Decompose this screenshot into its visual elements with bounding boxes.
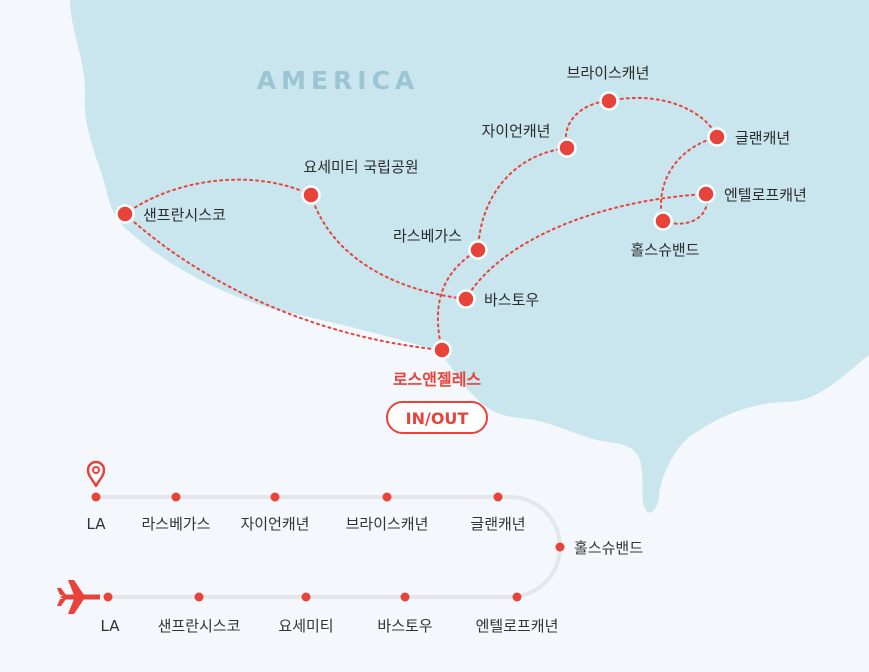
itinerary-label: LA [87,515,107,533]
label-grand: 글랜캐년 [735,129,790,147]
label-sf: 샌프란시스코 [143,206,226,224]
map-pin-icon [86,460,106,488]
itinerary-label: 글랜캐년 [470,515,525,533]
itinerary-label: 자이언캐년 [240,515,309,533]
land-coast-detail [644,470,660,513]
airplane-icon [57,580,100,614]
itinerary-label: 브라이스캐년 [346,515,429,533]
marker-barstow [456,289,476,309]
itinerary-dot [493,492,503,502]
route-la-sf [124,213,443,351]
itinerary-dot [382,492,392,502]
label-barstow: 바스토우 [484,291,539,309]
itinerary-label: 바스토우 [377,617,432,635]
place-labels: 샌프란시스코 요세미티 국립공원 라스베가스 바스토우 자이언캐년 브라이스캐년… [143,64,807,309]
label-lasvegas: 라스베가스 [393,227,462,245]
itinerary-dot [91,492,101,502]
itinerary-dot [194,592,204,602]
itinerary-label: 홀스슈밴드 [574,539,643,557]
itinerary-label: 엔텔로프캐년 [476,617,559,635]
itinerary-dot [270,492,280,502]
itinerary-dot [301,592,311,602]
route-yosemite-barstow [310,194,467,300]
region-label: AMERICA [257,66,420,95]
route-sf-yosemite [124,178,312,215]
place-markers [115,91,727,360]
route-lasvegas-zion [477,147,568,251]
route-grand-horseshoe [659,136,718,222]
marker-horseshoe [653,211,673,231]
route-la-lasvegas [436,249,479,351]
itinerary-dot [512,592,522,602]
marker-zion [557,138,577,158]
label-antelope: 엔텔로프캐년 [724,186,807,204]
itinerary-dot [103,592,113,602]
marker-antelope [696,184,716,204]
label-bryce: 브라이스캐년 [567,64,650,82]
marker-hub [432,340,452,360]
in-out-badge [386,401,488,434]
in-out-badge-text: IN/OUT [406,409,469,428]
itinerary-label: 샌프란시스코 [158,617,241,635]
itinerary-label: 요세미티 [278,617,333,635]
marker-bryce [599,91,619,111]
itinerary-track: LA 라스베가스 자이언캐년 브라이스캐년 글랜캐년 홀스슈밴드 LA 샌프란시… [57,460,643,635]
route-antelope-barstow [465,193,707,300]
label-yosemite: 요세미티 국립공원 [303,158,418,176]
itinerary-dot [400,592,410,602]
label-horseshoe: 홀스슈밴드 [630,241,699,259]
itinerary-dot [171,492,181,502]
itinerary-dot [555,542,565,552]
marker-yosemite [301,185,321,205]
label-zion: 자이언캐년 [481,122,550,140]
hub-label: 로스앤젤레스 [393,370,482,389]
itinerary-label: 라스베가스 [141,515,210,533]
marker-grand [707,127,727,147]
marker-lasvegas [468,240,488,260]
itinerary-label: LA [101,617,121,635]
marker-sf [115,204,135,224]
